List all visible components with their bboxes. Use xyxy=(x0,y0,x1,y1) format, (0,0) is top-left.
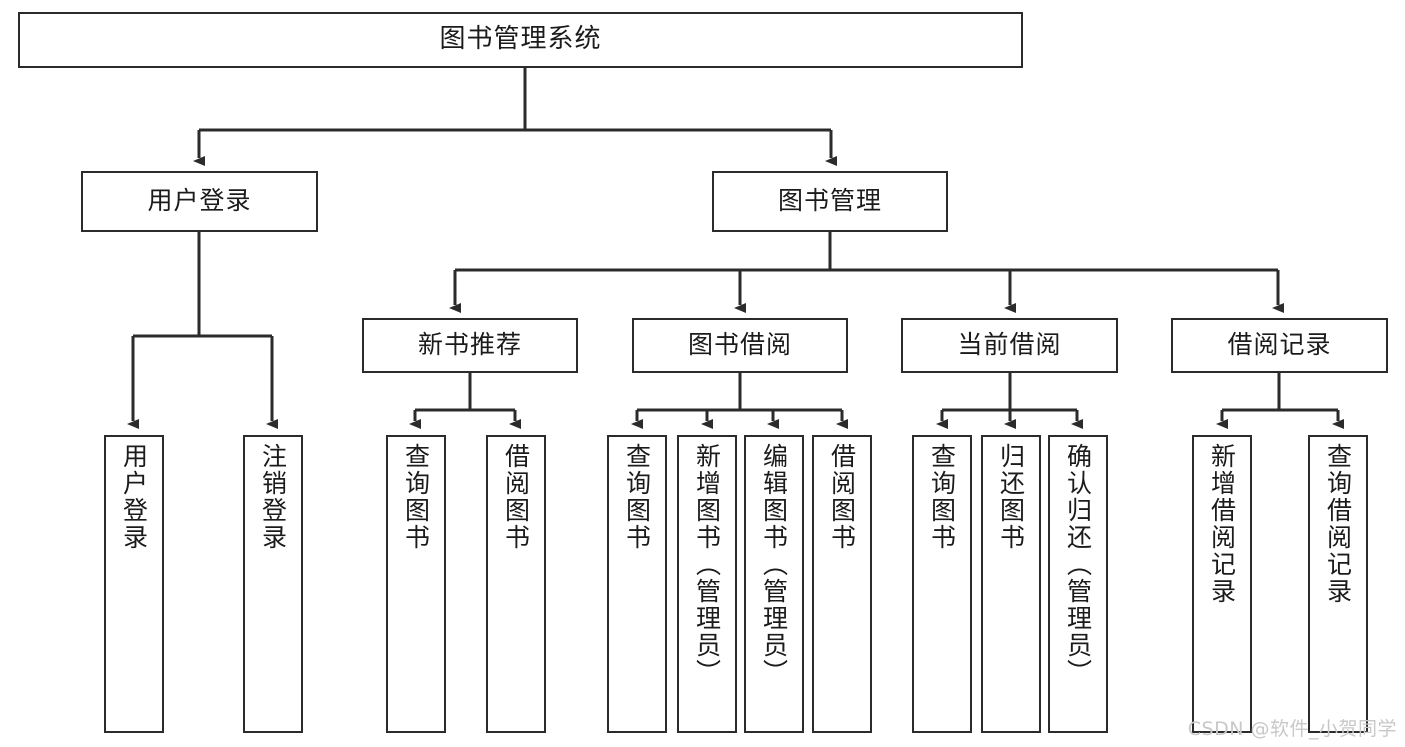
node-user-login[interactable]: 用户登录 xyxy=(81,171,318,232)
leaf-borrow-book-1[interactable]: 借阅图书 xyxy=(486,435,546,733)
leaf-query-book-3[interactable]: 查询图书 xyxy=(912,435,972,733)
node-borrow-record[interactable]: 借阅记录 xyxy=(1171,318,1388,373)
node-borrow-record-label: 借阅记录 xyxy=(1227,330,1332,360)
node-book-borrow[interactable]: 图书借阅 xyxy=(632,318,848,373)
leaf-edit-book[interactable]: 编辑图书（管理员） xyxy=(744,435,804,733)
leaf-query-record[interactable]: 查询借阅记录 xyxy=(1308,435,1368,733)
node-current-borrow[interactable]: 当前借阅 xyxy=(901,318,1118,373)
leaf-logout-label: 注销登录 xyxy=(258,443,288,551)
node-new-book-recommend-label: 新书推荐 xyxy=(417,330,522,360)
leaf-query-book-2-label: 查询图书 xyxy=(622,443,652,551)
leaf-add-record[interactable]: 新增借阅记录 xyxy=(1192,435,1252,733)
leaf-logout[interactable]: 注销登录 xyxy=(243,435,303,733)
leaf-confirm-return[interactable]: 确认归还（管理员） xyxy=(1048,435,1108,733)
node-root-label: 图书管理系统 xyxy=(439,24,602,55)
node-current-borrow-label: 当前借阅 xyxy=(957,330,1062,360)
node-new-book-recommend[interactable]: 新书推荐 xyxy=(362,318,578,373)
leaf-query-book-2[interactable]: 查询图书 xyxy=(607,435,667,733)
node-book-management[interactable]: 图书管理 xyxy=(712,171,948,232)
node-user-login-label: 用户登录 xyxy=(147,186,252,216)
leaf-user-login[interactable]: 用户登录 xyxy=(104,435,164,733)
leaf-query-record-label: 查询借阅记录 xyxy=(1323,443,1353,605)
leaf-query-book-1-label: 查询图书 xyxy=(401,443,431,551)
leaf-user-login-label: 用户登录 xyxy=(119,443,149,551)
leaf-add-record-label: 新增借阅记录 xyxy=(1207,443,1237,605)
leaf-query-book-3-label: 查询图书 xyxy=(927,443,957,551)
leaf-confirm-return-label: 确认归还（管理员） xyxy=(1063,443,1093,686)
leaf-borrow-book-2[interactable]: 借阅图书 xyxy=(812,435,872,733)
leaf-add-book[interactable]: 新增图书（管理员） xyxy=(677,435,737,733)
node-root[interactable]: 图书管理系统 xyxy=(18,12,1023,68)
leaf-return-book[interactable]: 归还图书 xyxy=(981,435,1041,733)
node-book-borrow-label: 图书借阅 xyxy=(687,330,792,360)
node-book-management-label: 图书管理 xyxy=(777,186,882,216)
watermark: CSDN @软件_小贺同学 xyxy=(1187,718,1397,740)
leaf-return-book-label: 归还图书 xyxy=(996,443,1026,551)
leaf-edit-book-label: 编辑图书（管理员） xyxy=(759,443,789,686)
leaf-borrow-book-1-label: 借阅图书 xyxy=(501,443,531,551)
leaf-borrow-book-2-label: 借阅图书 xyxy=(827,443,857,551)
leaf-add-book-label: 新增图书（管理员） xyxy=(692,443,722,686)
leaf-query-book-1[interactable]: 查询图书 xyxy=(386,435,446,733)
